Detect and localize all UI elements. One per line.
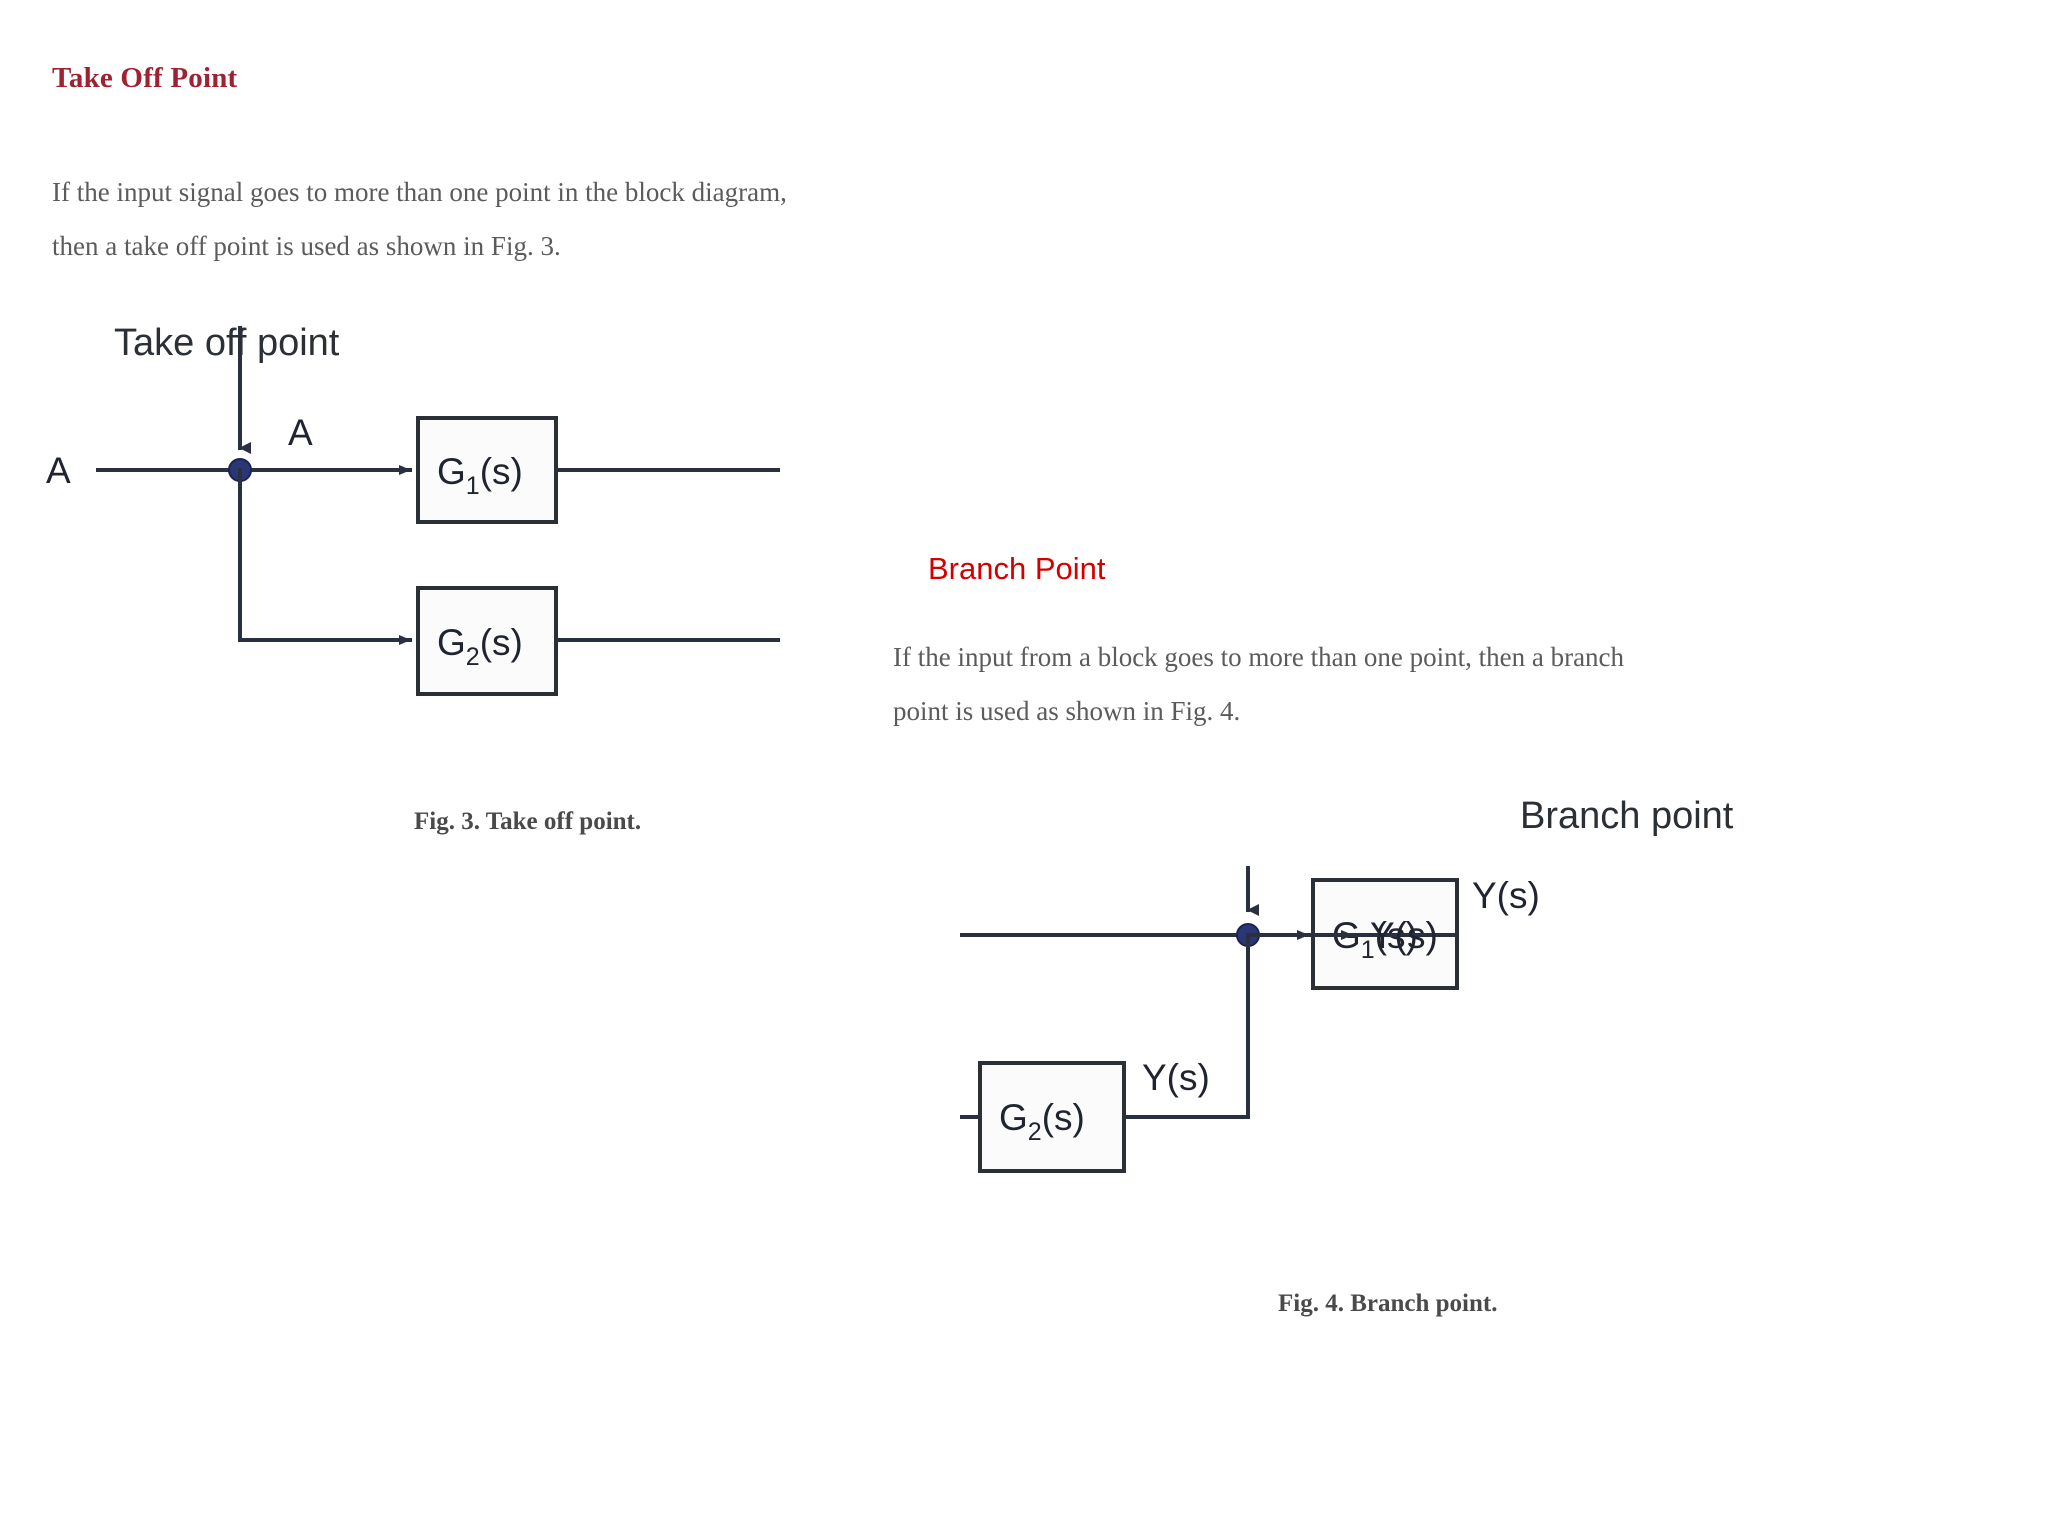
branch-point-heading: Branch Point	[928, 551, 1106, 586]
figure-4-branch-point-diagram: X(s) G1(s) Y(s) Y(s) Y(s) G2(s)	[810, 780, 1960, 1280]
figure-3-caption: Fig. 3. Take off point.	[414, 808, 642, 835]
take-off-point-label: Take off point	[114, 322, 340, 364]
branch-paragraph-line-2: point is used as shown in Fig. 4.	[893, 696, 1241, 726]
take-off-block-g2-label: G2(s)	[437, 622, 523, 671]
take-off-point-paragraph: If the input signal goes to more than on…	[52, 165, 1102, 273]
branch-point-paragraph: If the input from a block goes to more t…	[893, 630, 1993, 738]
branch-paragraph-line-1: If the input from a block goes to more t…	[893, 642, 1625, 672]
take-off-input-label: A	[46, 450, 71, 491]
take-off-paragraph-line-2: then a take off point is used as shown i…	[52, 231, 561, 261]
take-off-block-g1-label: G1(s)	[437, 451, 523, 500]
branch-mid-signal-label: Y(s)	[1472, 875, 1540, 916]
take-off-block-g1	[416, 416, 558, 524]
branch-output-label: Y(s)	[1370, 915, 1438, 956]
branch-block-g2-label: G2(s)	[999, 1097, 1085, 1146]
figure-4-caption: Fig. 4. Branch point.	[1278, 1290, 1498, 1317]
take-off-point-heading: Take Off Point	[52, 62, 238, 94]
take-off-branch-label: A	[288, 412, 313, 453]
take-off-paragraph-line-1: If the input signal goes to more than on…	[52, 177, 787, 207]
branch-feedback-label: Y(s)	[1142, 1057, 1210, 1098]
figure-3-take-off-point-diagram: A A G1(s) G2(s)	[0, 290, 782, 810]
branch-point-label: Branch point	[1520, 795, 1734, 837]
